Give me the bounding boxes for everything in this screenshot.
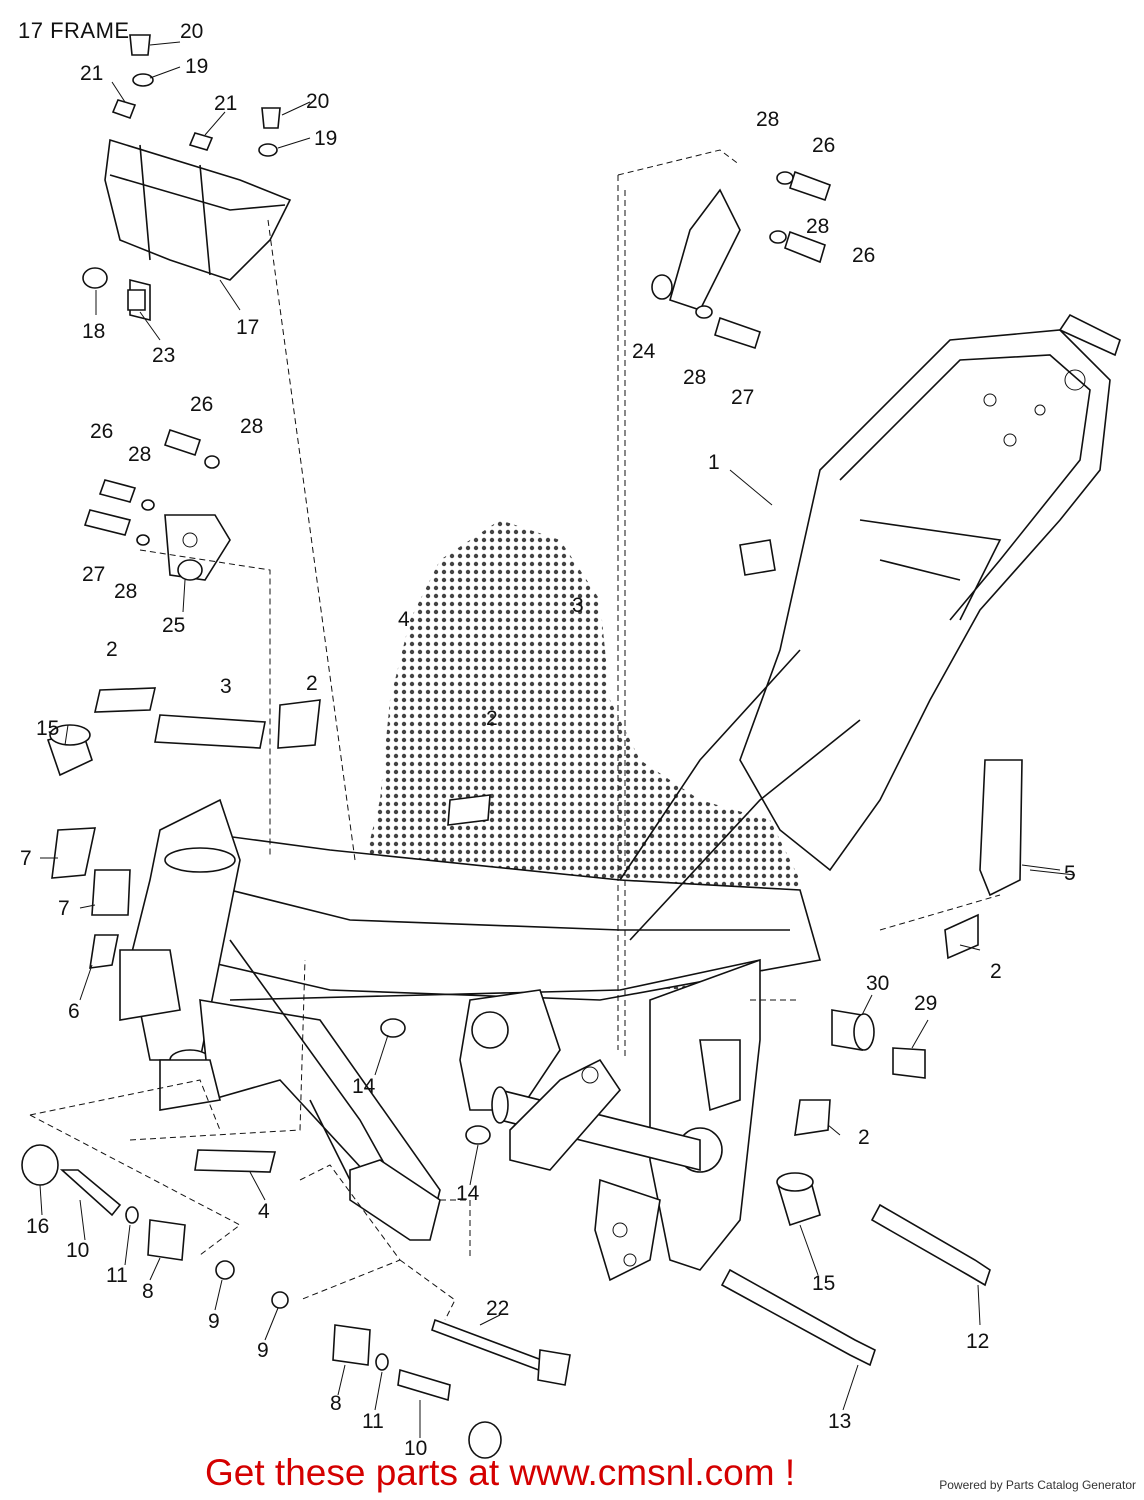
callout-26: 26 — [812, 134, 835, 157]
callout-9: 9 — [257, 1339, 269, 1362]
callout-2: 2 — [106, 638, 118, 661]
callout-10: 10 — [404, 1437, 427, 1460]
callout-14: 14 — [456, 1182, 480, 1205]
callout-26: 26 — [90, 420, 113, 443]
callout-26: 26 — [852, 244, 875, 267]
decals — [51, 687, 1023, 1173]
callout-20: 20 — [306, 90, 329, 113]
small-parts — [21, 34, 991, 1459]
callout-9: 9 — [208, 1310, 220, 1333]
bracket-25 — [83, 428, 231, 581]
callout-28: 28 — [683, 366, 706, 389]
callout-8: 8 — [142, 1280, 154, 1303]
callout-3: 3 — [572, 594, 584, 617]
callout-28: 28 — [114, 580, 137, 603]
callout-17: 17 — [236, 316, 259, 339]
callout-16: 16 — [26, 1215, 49, 1238]
leader-lines — [39, 41, 1076, 1438]
callout-10: 10 — [66, 1239, 89, 1262]
callout-20: 20 — [180, 20, 203, 43]
callout-28: 28 — [240, 415, 263, 438]
callout-21: 21 — [80, 62, 103, 85]
callout-24: 24 — [632, 340, 656, 363]
bracket-24 — [651, 170, 832, 350]
battery-box — [82, 138, 292, 322]
callout-1: 1 — [708, 451, 720, 474]
callout-23: 23 — [152, 344, 175, 367]
promo-banner[interactable]: Get these parts at www.cmsnl.com ! — [205, 1452, 796, 1493]
callout-4: 4 — [258, 1200, 270, 1223]
callout-6: 6 — [68, 1000, 80, 1023]
generator-credit: Powered by Parts Catalog Generator — [939, 1478, 1136, 1492]
callout-7: 7 — [58, 897, 70, 920]
callout-27: 27 — [731, 386, 754, 409]
callout-28: 28 — [806, 215, 829, 238]
callout-21: 21 — [214, 92, 237, 115]
callout-14: 14 — [352, 1075, 376, 1098]
callout-5: 5 — [1064, 862, 1076, 885]
callout-4: 4 — [398, 608, 410, 631]
main-frame — [119, 313, 1121, 1282]
callout-30: 30 — [866, 972, 889, 995]
callout-2: 2 — [990, 960, 1002, 983]
callout-22: 22 — [486, 1297, 509, 1320]
diagram-title: 17 FRAME — [18, 18, 130, 43]
callout-2: 2 — [486, 707, 498, 730]
callout-15: 15 — [812, 1272, 835, 1295]
callout-28: 28 — [128, 443, 151, 466]
callout-19: 19 — [314, 127, 337, 150]
callout-26: 26 — [190, 393, 213, 416]
callout-29: 29 — [914, 992, 937, 1015]
callout-8: 8 — [330, 1392, 342, 1415]
callout-18: 18 — [82, 320, 105, 343]
reference-lines — [29, 149, 1001, 1321]
callout-27: 27 — [82, 563, 105, 586]
callout-labels: 20 19 21 21 20 19 18 17 23 28 26 28 26 2… — [20, 20, 1076, 1460]
callout-12: 12 — [966, 1330, 989, 1353]
callout-2: 2 — [858, 1126, 870, 1149]
callout-3: 3 — [220, 675, 232, 698]
callout-7: 7 — [20, 847, 32, 870]
callout-2: 2 — [306, 672, 318, 695]
callout-28: 28 — [756, 108, 779, 131]
callout-13: 13 — [828, 1410, 851, 1433]
callout-11: 11 — [106, 1264, 128, 1287]
callout-15: 15 — [36, 717, 59, 740]
callout-11: 11 — [362, 1410, 384, 1433]
callout-19: 19 — [185, 55, 208, 78]
callout-25: 25 — [162, 614, 185, 637]
